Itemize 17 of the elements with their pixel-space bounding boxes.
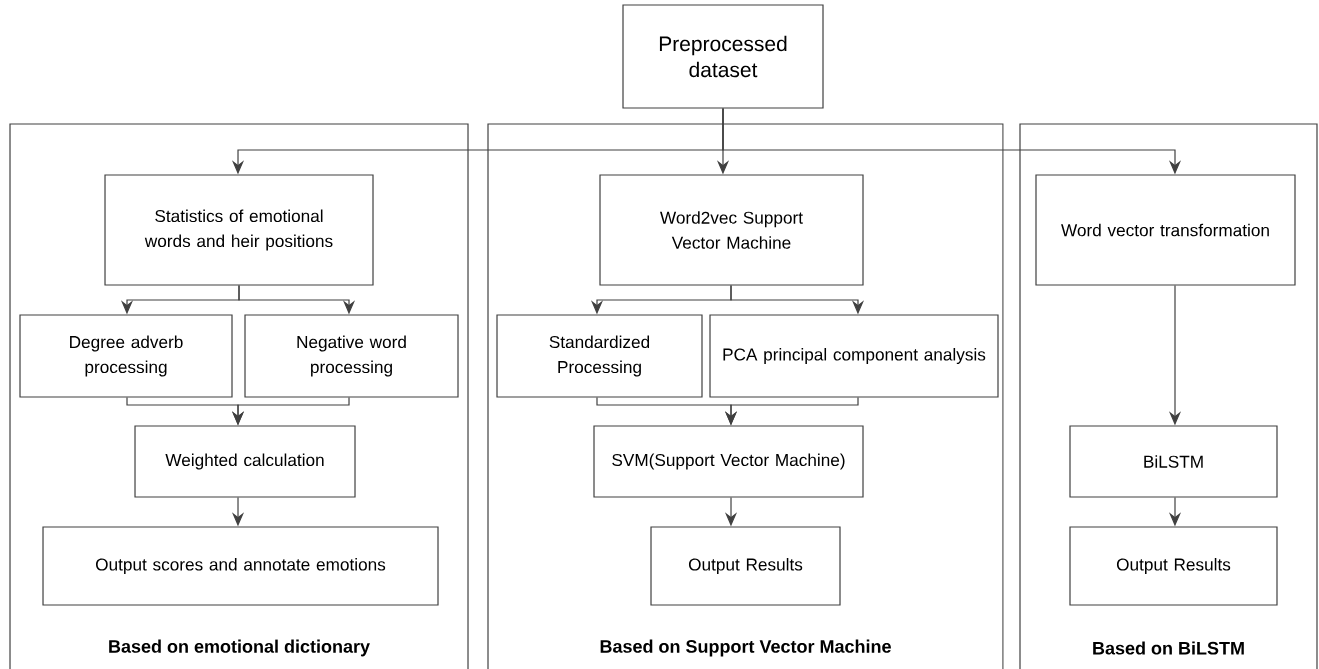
process-box: PCA principal component analysis — [709, 314, 999, 398]
process-box: Output scores and annotate emotions — [42, 526, 439, 606]
process-box: Weighted calculation — [134, 425, 356, 498]
process-box: Output Results — [1069, 526, 1278, 606]
panel-heading: Based on emotional dictionary — [109, 639, 370, 657]
process-box: Standardized Processing — [496, 314, 703, 398]
process-box: SVM(Support Vector Machine) — [593, 425, 864, 498]
process-box: Output Results — [650, 526, 841, 606]
process-box: Degree adverb processing — [19, 314, 233, 398]
panel-heading: Based on Support Vector Machine — [600, 639, 891, 657]
process-box: Statistics of emotional words and heir positions — [104, 174, 374, 286]
process-box: Word2vec Support Vector Machine — [599, 174, 864, 286]
process-box: Negative word processing — [244, 314, 459, 398]
process-box: Preprocessed dataset — [622, 4, 824, 109]
panel-heading: Based on BiLSTM — [1093, 641, 1244, 655]
process-box: BiLSTM — [1069, 425, 1278, 498]
process-box: Word vector transformation — [1035, 174, 1296, 286]
